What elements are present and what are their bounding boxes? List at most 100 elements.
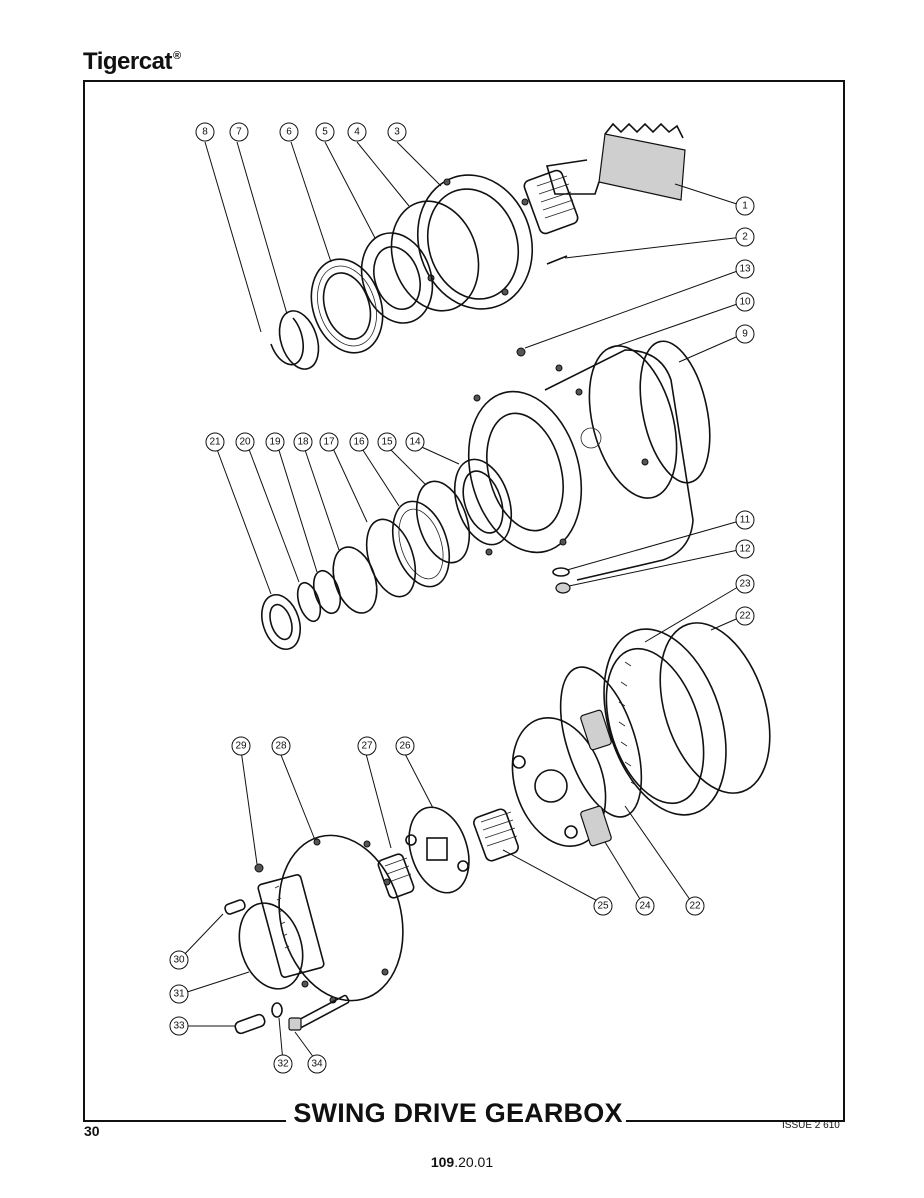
ring-17 — [365, 518, 417, 598]
svg-text:22: 22 — [739, 611, 751, 622]
callout-16: 16 — [349, 432, 369, 452]
callout-8: 8 — [195, 122, 215, 142]
issue-label: ISSUE 2 610 — [782, 1120, 840, 1131]
svg-text:26: 26 — [399, 741, 411, 752]
svg-text:23: 23 — [739, 579, 751, 590]
ring-19 — [312, 569, 342, 615]
brand-mark: ® — [172, 50, 181, 62]
svg-text:24: 24 — [639, 901, 651, 912]
callout-26: 26 — [395, 736, 415, 756]
svg-text:8: 8 — [202, 127, 208, 138]
end-cover-28 — [257, 834, 404, 1004]
svg-text:19: 19 — [269, 437, 281, 448]
exploded-parts-diagram: 1 2 3 4 5 6 7 8 9 10 11 12 13 14 15 16 1… — [169, 122, 771, 1074]
document-code-major: 109 — [430, 1154, 455, 1170]
dowel-30 — [224, 899, 246, 915]
callout-25: 25 — [593, 896, 613, 916]
callout-23: 23 — [735, 574, 755, 594]
svg-text:13: 13 — [739, 264, 751, 275]
callout-17: 17 — [319, 432, 339, 452]
callout-21: 21 — [205, 432, 225, 452]
gearbox-housing — [467, 345, 694, 581]
bolt-34 — [288, 994, 350, 1031]
brand-logo: Tigercat® — [83, 48, 181, 76]
plug-13 — [516, 347, 526, 357]
svg-text:6: 6 — [286, 127, 292, 138]
callout-12: 12 — [735, 539, 755, 559]
callout-31: 31 — [169, 984, 189, 1004]
svg-text:10: 10 — [739, 297, 751, 308]
svg-text:31: 31 — [173, 989, 185, 1000]
o-ring-4 — [390, 200, 480, 312]
svg-text:5: 5 — [322, 127, 328, 138]
housing-o-ring-9 — [639, 340, 711, 484]
page-number: 30 — [84, 1123, 100, 1139]
washer-11 — [552, 567, 570, 577]
svg-text:22: 22 — [689, 901, 701, 912]
planet-carrier-24 — [511, 709, 612, 848]
pinion-shaft — [523, 122, 686, 235]
svg-text:33: 33 — [173, 1021, 185, 1032]
callout-4: 4 — [347, 122, 367, 142]
callout-19: 19 — [265, 432, 285, 452]
svg-text:12: 12 — [739, 544, 751, 555]
svg-text:15: 15 — [381, 437, 393, 448]
seal-16 — [391, 500, 451, 588]
callout-1: 1 — [735, 196, 755, 216]
callout-33: 33 — [169, 1016, 189, 1036]
bearing-6 — [310, 258, 384, 354]
snap-ring-7 — [278, 310, 320, 370]
planet-carrier-26 — [405, 806, 470, 894]
svg-text:4: 4 — [354, 127, 360, 138]
bearing-cap-ring — [416, 174, 534, 310]
svg-text:11: 11 — [740, 515, 751, 526]
callout-29: 29 — [231, 736, 251, 756]
o-ring-22-lower — [559, 666, 643, 818]
sun-gear-25 — [473, 808, 519, 862]
callout-13: 13 — [735, 259, 755, 279]
callout-20: 20 — [235, 432, 255, 452]
svg-text:16: 16 — [353, 437, 365, 448]
plug-12 — [555, 582, 571, 594]
snap-ring-8 — [270, 317, 304, 366]
sun-gear-27 — [377, 853, 415, 899]
page-title: SWING DRIVE GEARBOX — [293, 1098, 623, 1128]
callout-3: 3 — [387, 122, 407, 142]
svg-text:20: 20 — [239, 437, 251, 448]
ring-18 — [332, 546, 378, 614]
callout-18: 18 — [293, 432, 313, 452]
svg-text:21: 21 — [209, 437, 221, 448]
o-ring-22-upper — [659, 622, 771, 794]
callout-11: 11 — [735, 510, 755, 530]
svg-text:30: 30 — [173, 955, 185, 966]
callout-10: 10 — [735, 292, 755, 312]
svg-text:7: 7 — [236, 127, 242, 138]
callout-22-upper: 22 — [735, 606, 755, 626]
o-ring-31 — [238, 902, 304, 990]
plug-29 — [254, 863, 264, 873]
callout-34: 34 — [307, 1054, 327, 1074]
callout-7: 7 — [229, 122, 249, 142]
brand-name: Tigercat — [83, 48, 172, 75]
bearing-14 — [453, 458, 513, 546]
shaft-pin — [546, 255, 568, 265]
washer-32 — [271, 1002, 283, 1018]
callout-32: 32 — [273, 1054, 293, 1074]
seal-15 — [415, 480, 471, 564]
svg-text:28: 28 — [275, 741, 287, 752]
callout-14: 14 — [405, 432, 425, 452]
svg-text:18: 18 — [297, 437, 309, 448]
ring-20 — [296, 581, 322, 623]
document-code: 109.20.01 — [0, 1154, 924, 1170]
callout-24: 24 — [635, 896, 655, 916]
svg-text:32: 32 — [277, 1059, 289, 1070]
svg-text:9: 9 — [742, 329, 748, 340]
callout-5: 5 — [315, 122, 335, 142]
svg-text:2: 2 — [742, 232, 748, 243]
svg-text:29: 29 — [235, 741, 247, 752]
title-gap — [286, 1116, 626, 1130]
svg-text:14: 14 — [409, 437, 421, 448]
svg-text:27: 27 — [361, 741, 373, 752]
dowel-33 — [234, 1013, 266, 1035]
document-code-minor: .20.01 — [454, 1154, 494, 1170]
